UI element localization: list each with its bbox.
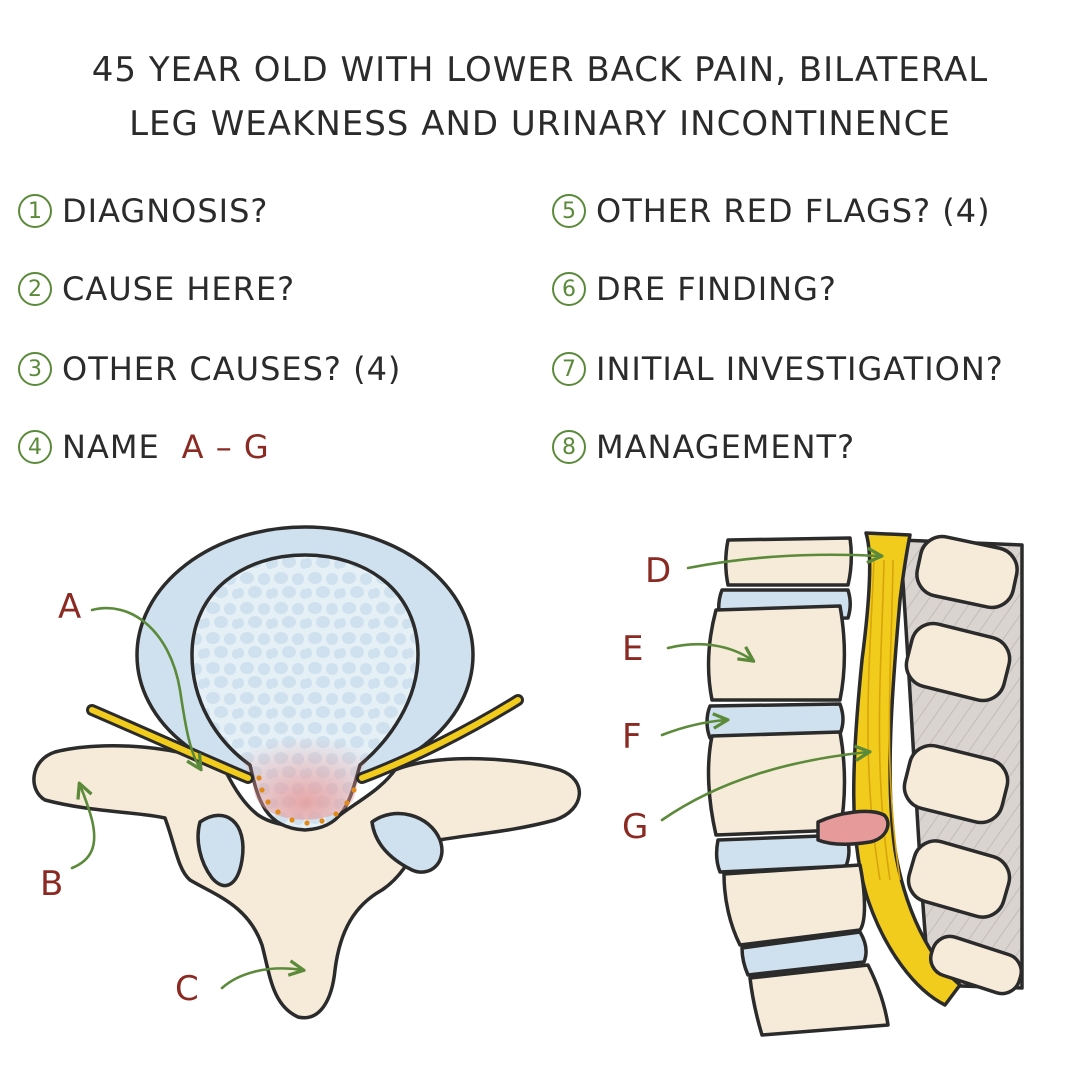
axial-vertebra (32, 525, 581, 1020)
question-text-2: CAUSE HERE? (62, 270, 296, 308)
herniated-disc (816, 809, 890, 846)
question-number-4: 4 (18, 430, 52, 464)
question-text-5: OTHER RED FLAGS? (4) (596, 192, 991, 230)
question-text-7: INITIAL INVESTIGATION? (596, 350, 1004, 388)
label-c: C (175, 969, 199, 1009)
question-number-6: 6 (552, 272, 586, 306)
question-7: 7 INITIAL INVESTIGATION? (552, 346, 1004, 392)
arrow-b (70, 785, 96, 870)
question-number-3: 3 (18, 352, 52, 386)
question-2: 2 CAUSE HERE? (18, 266, 295, 312)
question-text-6: DRE FINDING? (596, 270, 837, 308)
arrow-f (660, 720, 726, 737)
question-3: 3 OTHER CAUSES? (4) (18, 346, 401, 392)
question-text-4-main: NAME (62, 428, 160, 466)
label-a: A (58, 587, 81, 627)
cauda-equina-dots (256, 775, 357, 826)
spinous-process-2 (904, 621, 1012, 703)
label-b: B (40, 864, 63, 904)
arrow-e (666, 642, 752, 660)
vertebral-body-5 (748, 963, 890, 1037)
vertebral-body-1 (724, 536, 854, 587)
left-facet (196, 813, 245, 888)
question-number-7: 7 (552, 352, 586, 386)
title-line-1: 45 YEAR OLD WITH LOWER BACK PAIN, BILATE… (91, 50, 989, 90)
vertebral-arch (32, 744, 581, 1020)
question-text-8: MANAGEMENT? (596, 428, 856, 466)
question-text-4: NAME A – G (62, 428, 270, 466)
nerve-roots (86, 694, 524, 784)
question-4: 4 NAME A – G (18, 424, 270, 470)
label-e: E (622, 629, 643, 669)
title-line-2: LEG WEAKNESS AND URINARY INCONTINENCE (129, 104, 951, 144)
question-6: 6 DRE FINDING? (552, 266, 837, 312)
question-number-2: 2 (18, 272, 52, 306)
question-8: 8 MANAGEMENT? (552, 424, 855, 470)
arrow-a (90, 606, 200, 768)
arrows (70, 555, 880, 990)
arrow-g (660, 752, 868, 822)
vertebral-body-2 (706, 604, 847, 702)
vertebral-body-3 (706, 730, 847, 837)
question-5: 5 OTHER RED FLAGS? (4) (552, 188, 991, 234)
question-text-3: OTHER CAUSES? (4) (62, 350, 402, 388)
right-facet (370, 811, 444, 874)
disc-4 (740, 930, 868, 977)
arrow-c (220, 968, 302, 990)
question-text-1: DIAGNOSIS? (62, 192, 269, 230)
sagittal-spine (705, 531, 1024, 1037)
spinous-process-5 (929, 934, 1023, 996)
question-number-1: 1 (18, 194, 52, 228)
label-d: D (645, 551, 671, 591)
spinous-process-3 (902, 743, 1010, 825)
question-number-5: 5 (552, 194, 586, 228)
label-f: F (622, 717, 642, 757)
question-number-8: 8 (552, 430, 586, 464)
label-g: G (622, 807, 648, 847)
spinous-process-1 (915, 534, 1019, 610)
arrow-d (686, 555, 880, 570)
spinous-process-4 (906, 839, 1012, 919)
vertebral-body-4 (722, 863, 867, 947)
question-1: 1 DIAGNOSIS? (18, 188, 268, 234)
question-text-4-range: A – G (181, 428, 270, 466)
